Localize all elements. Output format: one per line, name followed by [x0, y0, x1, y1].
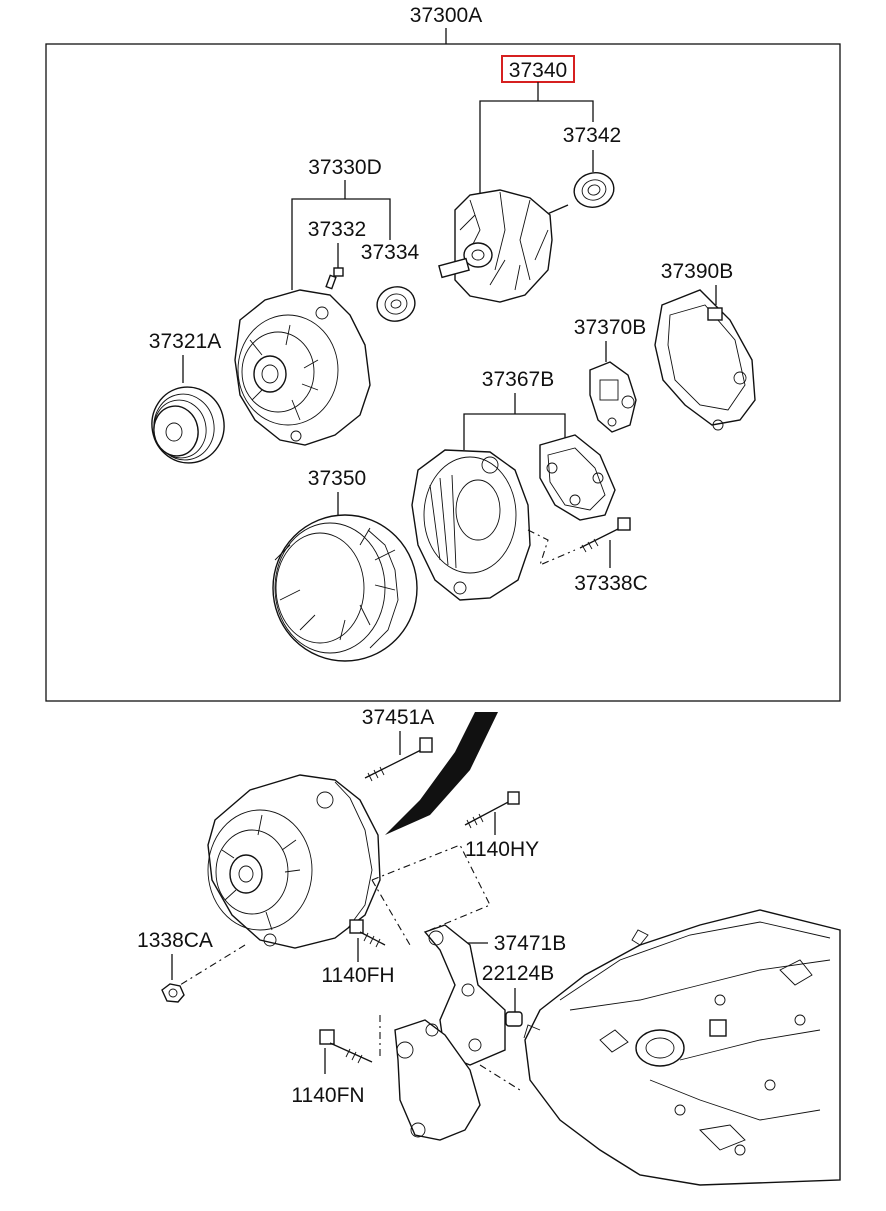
mounting-bracket-part	[394, 1019, 481, 1141]
bracket-37471B-part	[423, 924, 506, 1066]
engine-block-part	[523, 909, 841, 1186]
rear-bracket-part	[411, 449, 531, 601]
label-37332[interactable]: 37332	[308, 218, 366, 241]
label-37471B[interactable]: 37471B	[494, 932, 566, 955]
label-37390B[interactable]: 37390B	[661, 260, 733, 283]
label-1140FN[interactable]: 1140FN	[291, 1084, 364, 1107]
label-1338CA[interactable]: 1338CA	[137, 929, 213, 952]
rotor-part	[438, 189, 569, 303]
bolt-1140FN-part	[319, 1029, 373, 1064]
alternator-assembly-part	[207, 774, 381, 949]
label-22124B[interactable]: 22124B	[482, 962, 554, 985]
label-37321A[interactable]: 37321A	[149, 330, 221, 353]
label-37340[interactable]: 37340	[509, 59, 567, 82]
label-37367B[interactable]: 37367B	[482, 368, 554, 391]
label-1140FH[interactable]: 1140FH	[321, 964, 394, 987]
label-1140HY[interactable]: 1140HY	[465, 838, 539, 861]
bolt-1140HY-part	[464, 791, 520, 829]
label-37370B[interactable]: 37370B	[574, 316, 646, 339]
nut-1338CA-part	[161, 983, 185, 1003]
label-37338C[interactable]: 37338C	[574, 572, 648, 595]
bolt-1140FH-part	[349, 919, 386, 948]
adjust-bolt-part	[364, 737, 433, 782]
pulley-part	[151, 386, 225, 464]
label-37451A[interactable]: 37451A	[362, 706, 434, 729]
stator-part	[272, 514, 418, 662]
bolt-37332-part	[325, 267, 344, 290]
label-37334[interactable]: 37334	[361, 241, 420, 264]
label-37300A[interactable]: 37300A	[410, 4, 482, 27]
label-37350[interactable]: 37350	[308, 467, 366, 490]
regulator-part	[589, 361, 637, 433]
bearing-37342-part	[573, 172, 615, 208]
label-37342[interactable]: 37342	[563, 124, 621, 147]
assembly-frame	[45, 43, 841, 702]
bearing-37334-part	[376, 286, 416, 322]
rectifier-part	[539, 434, 616, 521]
through-bolt-part	[579, 517, 631, 553]
rear-cover-part	[654, 289, 756, 431]
transition-wedge	[385, 712, 498, 835]
bushing-22124B-part	[505, 1011, 523, 1027]
label-37330D[interactable]: 37330D	[308, 156, 382, 179]
front-cover-part	[234, 289, 371, 446]
